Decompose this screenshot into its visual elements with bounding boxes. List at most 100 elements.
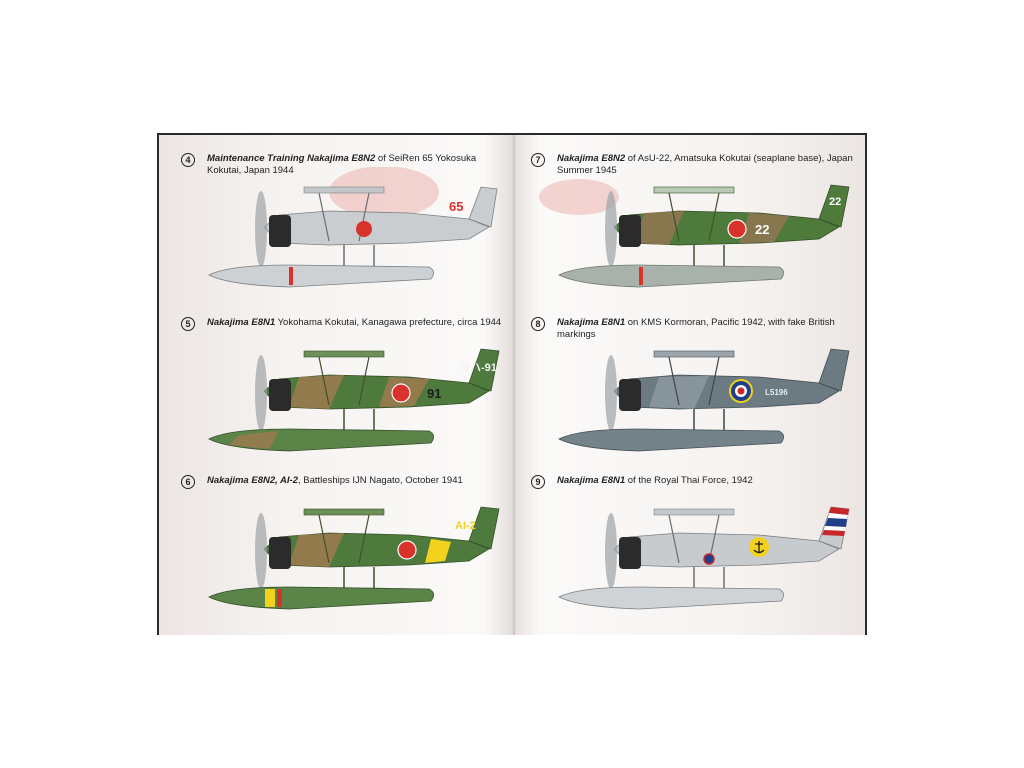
profile-number: 6 — [181, 475, 195, 489]
hinomaru-roundel — [727, 219, 747, 239]
aircraft-model: Nakajima E8N1 — [557, 317, 626, 328]
hinomaru-roundel — [356, 221, 372, 237]
main-float — [558, 586, 784, 610]
propeller — [605, 191, 617, 267]
upper-wing — [303, 186, 385, 194]
engine-cowling — [269, 537, 291, 569]
float-stripe — [639, 267, 643, 285]
wing-strut — [318, 356, 330, 406]
tail-fin — [468, 506, 500, 550]
main-float — [558, 428, 784, 452]
aircraft-profile: 65 — [208, 167, 498, 288]
wing-strut — [668, 192, 680, 242]
float-stripe — [265, 589, 275, 607]
engine-cowling — [619, 215, 641, 247]
panel-caption: 6 Nakajima E8N2, AI-2, Battleships IJN N… — [181, 475, 503, 489]
wing-strut — [668, 514, 680, 564]
aircraft-description: , Battleships IJN Nagato, October 1941 — [298, 475, 463, 486]
fuselage-code: 91 — [427, 386, 441, 401]
upper-wing — [653, 186, 735, 194]
background-sun-flag — [539, 179, 619, 215]
profile-panel-4: 4 Maintenance Training Nakajima E8N2 of … — [169, 143, 509, 298]
tail-code: AI-2 — [455, 520, 476, 532]
aircraft-model: Nakajima E8N1 — [207, 317, 276, 328]
panel-caption: 4 Maintenance Training Nakajima E8N2 of … — [181, 153, 503, 177]
camouflage-patch — [634, 211, 684, 245]
panel-caption: 9 Nakajima E8N1 of the Royal Thai Force,… — [531, 475, 853, 489]
propeller — [605, 513, 617, 589]
wing-strut — [708, 356, 720, 406]
main-float — [208, 586, 434, 610]
camouflage-patch — [289, 533, 344, 567]
propeller — [605, 355, 617, 431]
wing-strut — [668, 356, 680, 406]
profile-number: 7 — [531, 153, 545, 167]
thai-roundel — [703, 553, 715, 565]
float-stripe — [277, 589, 282, 607]
raf-roundel-red — [737, 387, 745, 395]
engine-cowling — [619, 537, 641, 569]
engine-cowling — [269, 215, 291, 247]
fuselage-serial: L5196 — [765, 388, 788, 397]
aircraft-description: of the Royal Thai Force, 1942 — [625, 475, 753, 486]
wing-strut — [358, 514, 370, 564]
wing-strut — [318, 192, 330, 242]
propeller — [255, 513, 267, 589]
rudder-stripe-red — [829, 507, 849, 515]
aircraft-description: Yokohama Kokutai, Kanagawa prefecture, c… — [275, 317, 502, 328]
rudder-stripe-white — [824, 526, 846, 531]
profile-number: 8 — [531, 317, 545, 331]
fuselage-band — [425, 539, 451, 563]
camouflage-patch — [739, 213, 789, 243]
aircraft-profile: 91 ヨハ-91 — [208, 348, 500, 452]
aircraft-model: Maintenance Training Nakajima E8N2 — [207, 153, 376, 164]
tail-fin — [468, 186, 498, 228]
engine-cowling — [269, 379, 291, 411]
aircraft-profile: AI-2 — [208, 506, 500, 610]
hinomaru-roundel — [397, 540, 417, 560]
fuselage-code: 22 — [755, 222, 769, 237]
aircraft-profile — [558, 506, 850, 610]
propeller — [255, 191, 267, 267]
profile-panel-8: 8 Nakajima E8N1 on KMS Kormoran, Pacific… — [519, 307, 859, 462]
aircraft-profile: 22 22 — [539, 179, 850, 288]
tail-code: 65 — [449, 199, 463, 214]
decal-instruction-sheet: 4 Maintenance Training Nakajima E8N2 of … — [157, 133, 867, 635]
main-float — [208, 264, 434, 288]
float-stripe — [289, 267, 293, 285]
profile-panel-7: 7 Nakajima E8N2 of AsU-22, Amatsuka Koku… — [519, 143, 859, 298]
engine-cowling — [619, 379, 641, 411]
aircraft-model: Nakajima E8N1 — [557, 475, 626, 486]
panel-caption: 8 Nakajima E8N1 on KMS Kormoran, Pacific… — [531, 317, 853, 341]
profile-number: 5 — [181, 317, 195, 331]
page-fold — [512, 135, 516, 635]
main-float — [558, 264, 784, 288]
upper-wing — [653, 508, 735, 516]
upper-wing — [303, 508, 385, 516]
camouflage-patch — [289, 375, 344, 409]
wing-strut — [708, 192, 720, 242]
upper-wing — [653, 350, 735, 358]
tail-fin — [468, 348, 500, 392]
tail-code: ヨハ-91 — [459, 362, 497, 374]
fuselage — [263, 210, 490, 246]
aircraft-model: Nakajima E8N2, AI-2 — [207, 475, 298, 486]
rudder-stripe-blue — [825, 518, 847, 527]
profile-panel-9: 9 Nakajima E8N1 of the Royal Thai Force,… — [519, 465, 859, 620]
aircraft-description: of AsU-22, Amatsuka Kokutai (seaplane ba… — [557, 153, 853, 176]
rudder-stripe-white — [828, 513, 848, 519]
wing-strut — [358, 356, 370, 406]
tail-fin — [818, 184, 850, 228]
camouflage-patch — [229, 431, 279, 449]
panel-caption: 7 Nakajima E8N2 of AsU-22, Amatsuka Koku… — [531, 153, 853, 177]
upper-wing — [303, 350, 385, 358]
rudder-stripe-red — [822, 530, 845, 536]
aircraft-description: of SeiRen 65 Yokosuka Kokutai, Japan 194… — [207, 153, 477, 176]
hinomaru-roundel — [391, 383, 411, 403]
fuselage — [613, 374, 840, 410]
propeller — [255, 355, 267, 431]
profile-number: 4 — [181, 153, 195, 167]
fuselage — [613, 532, 840, 568]
panel-caption: 5 Nakajima E8N1 Yokohama Kokutai, Kanaga… — [181, 317, 503, 331]
tail-code: 22 — [829, 196, 841, 208]
